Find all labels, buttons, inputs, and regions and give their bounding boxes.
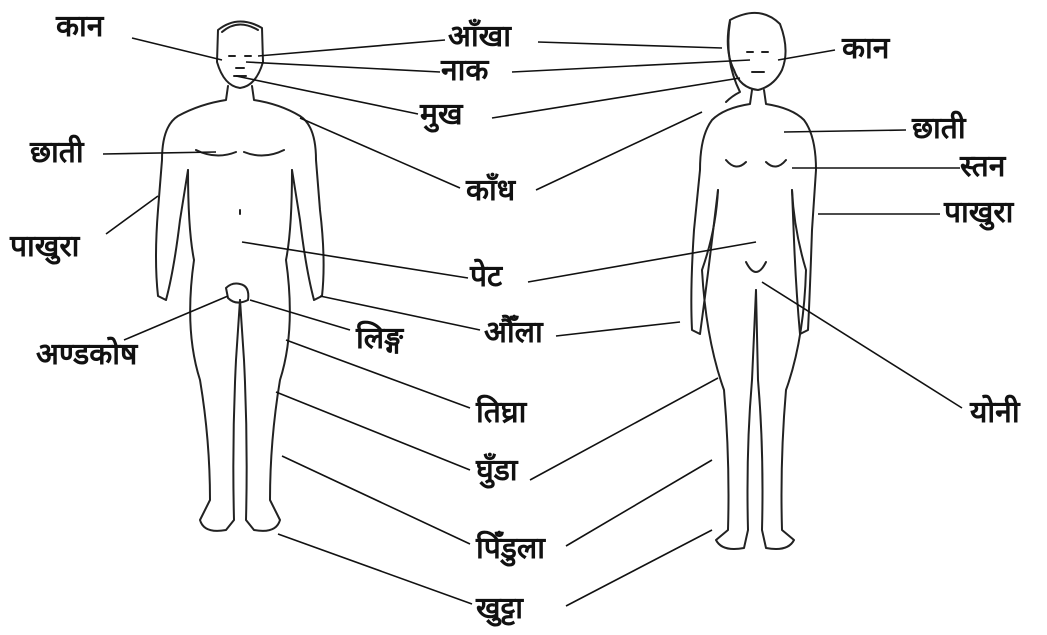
label-nose: नाक xyxy=(441,56,488,86)
label-knee: घुँडा xyxy=(476,456,518,486)
label-shoulder: काँध xyxy=(466,176,515,206)
label-female-ear: कान xyxy=(842,34,889,64)
label-penis: लिङ्ग xyxy=(356,324,403,354)
label-foot: खुट्टा xyxy=(476,594,523,624)
label-male-chest: छाती xyxy=(30,138,84,168)
label-eye: आँखा xyxy=(448,22,511,52)
label-vagina: योनी xyxy=(970,398,1020,428)
label-male-arm: पाखुरा xyxy=(10,232,79,262)
label-female-chest: छाती xyxy=(912,114,966,144)
label-calf: पिँडुला xyxy=(476,534,545,564)
label-mouth: मुख xyxy=(420,100,462,130)
female-figure xyxy=(691,13,816,549)
label-breast: स्तन xyxy=(960,152,1005,182)
label-finger: औँला xyxy=(484,318,543,348)
male-figure xyxy=(156,21,324,530)
label-belly: पेट xyxy=(470,262,502,292)
label-male-ear: कान xyxy=(56,12,103,42)
label-scrotum: अण्डकोष xyxy=(36,340,137,370)
label-thigh: तिघ्रा xyxy=(476,398,526,428)
label-female-arm: पाखुरा xyxy=(944,198,1013,228)
